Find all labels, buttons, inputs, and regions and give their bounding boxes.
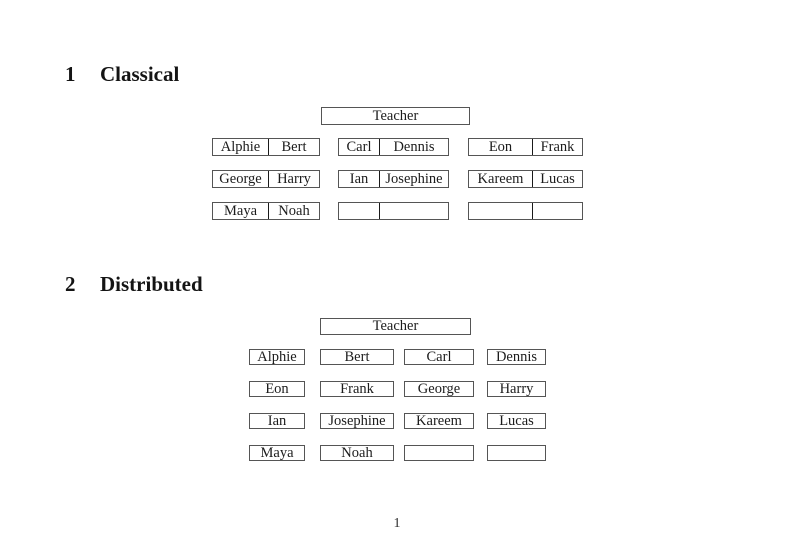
classical-desk: Kareem Lucas [468,170,583,188]
seat: Eon [469,139,533,155]
distributed-seat-empty [404,445,474,461]
distributed-seat: Harry [487,381,546,397]
classical-desk: Eon Frank [468,138,583,156]
classical-desk-empty [338,202,449,220]
distributed-seat: Bert [320,349,394,365]
seat: Noah [278,202,310,219]
section-number: 2 [65,272,76,296]
section-heading-distributed: 2 Distributed [65,272,203,296]
distributed-seat: Carl [404,349,474,365]
section-number: 1 [65,62,76,86]
classical-desk: George Harry [212,170,320,188]
seat: Ian [339,171,380,187]
seat-empty [533,203,582,219]
seat-empty [469,203,533,219]
distributed-seat: Lucas [487,413,546,429]
classical-teacher-box: Teacher [321,107,470,125]
distributed-teacher-box: Teacher [320,318,471,335]
distributed-seat: George [404,381,474,397]
distributed-seat: Maya [249,445,305,461]
seat: Carl [339,139,380,155]
distributed-seat: Eon [249,381,305,397]
distributed-seat: Frank [320,381,394,397]
seat: Maya [213,203,269,219]
seat: Harry [277,170,311,187]
distributed-seat: Alphie [249,349,305,365]
seat: Alphie [213,139,269,155]
distributed-seat: Kareem [404,413,474,429]
seat: Dennis [393,138,435,155]
section-heading-classical: 1 Classical [65,62,180,86]
classical-desk: Carl Dennis [338,138,449,156]
seat: Frank [540,138,575,155]
classical-desk: Ian Josephine [338,170,449,188]
distributed-seat: Ian [249,413,305,429]
seat: Lucas [540,170,575,187]
classical-desk: Maya Noah [212,202,320,220]
classical-desk: Alphie Bert [212,138,320,156]
classical-desk-empty [468,202,583,220]
distributed-seat: Dennis [487,349,546,365]
distributed-seat: Josephine [320,413,394,429]
page-number: 1 [393,516,401,531]
seat-empty [380,203,448,219]
seat: Kareem [469,171,533,187]
section-title: Distributed [100,272,203,296]
distributed-seat: Noah [320,445,394,461]
distributed-seat-empty [487,445,546,461]
seat-empty [339,203,380,219]
seat: Josephine [385,170,443,187]
seat: Bert [281,138,307,155]
section-title: Classical [100,62,180,86]
seat: George [213,171,269,187]
